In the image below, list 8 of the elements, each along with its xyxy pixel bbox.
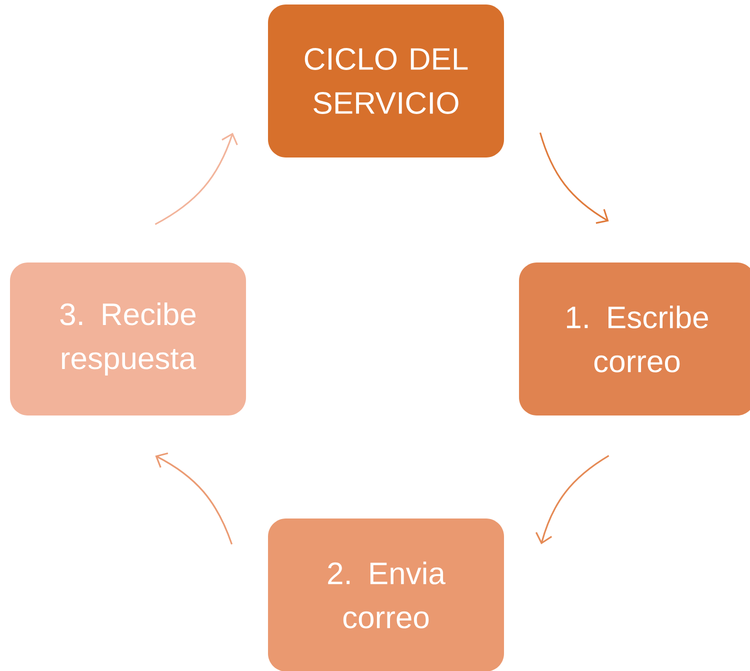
arrow — [155, 452, 233, 545]
process-box: 3. Recibe respuesta — [10, 262, 246, 416]
process-box: 1. Escribe correo — [519, 262, 750, 416]
arrow — [154, 132, 238, 225]
arrow — [535, 455, 610, 544]
process-box: 2. Envia correo — [268, 518, 504, 671]
arrow — [539, 132, 609, 224]
process-box: CICLO DEL SERVICIO — [268, 4, 504, 158]
